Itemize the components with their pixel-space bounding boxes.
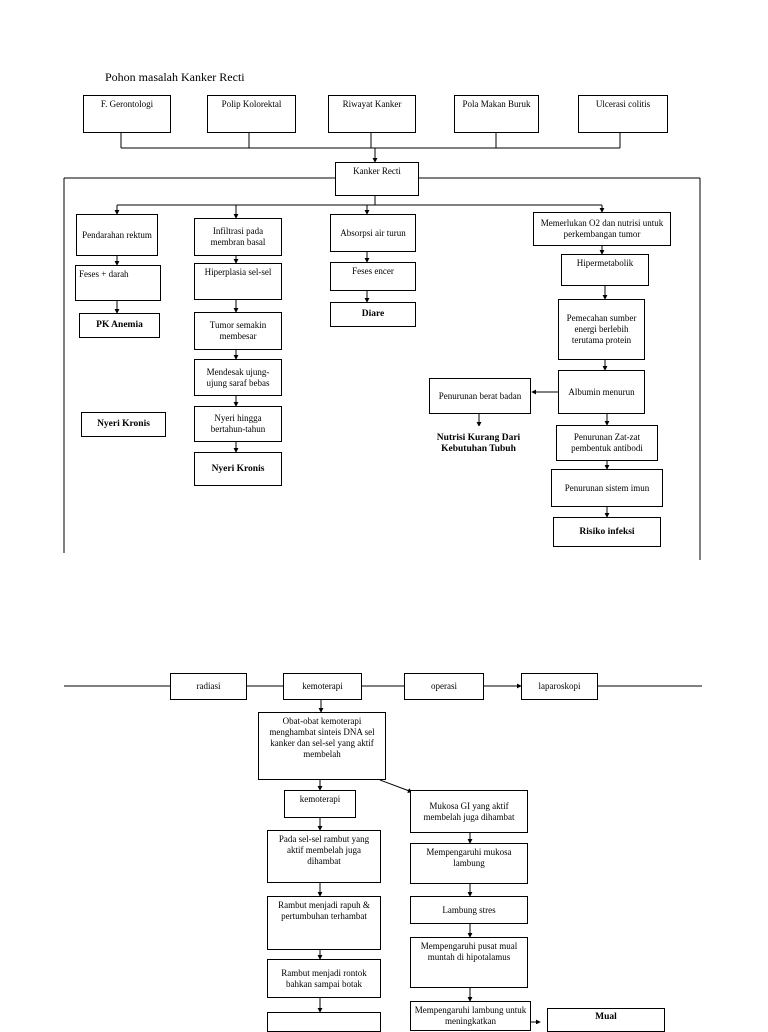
diagram-title: Pohon masalah Kanker Recti [105,70,245,84]
diagnosis-label: Mual [595,1012,617,1022]
therapy-label: laparoskopi [538,681,581,691]
therapy-label: radiasi [196,681,221,691]
node-label: Nyeri hingga bertahun-tahun [210,413,266,434]
node-obat-kemoterapi: Obat-obat kemoterapi menghambat sinteis … [258,712,386,780]
therapy-laparoskopi: laparoskopi [521,673,598,700]
node-label: Albumin menurun [568,386,635,397]
node-label: Infiltrasi pada membran basal [210,226,266,247]
node-sel-rambut: Pada sel-sel rambut yang aktif membelah … [267,830,381,883]
node-lambung-meningkatkan: Mempengaruhi lambung untuk meningkatkan [410,1001,531,1031]
node-hiperplasia: Hiperplasia sel-sel [194,263,282,300]
node-label: kemoterapi [299,794,341,804]
cause-label: Pola Makan Buruk [462,99,531,109]
node-label: Feses encer [352,266,394,276]
diagnosis-label: Nyeri Kronis [97,419,150,429]
node-label: Pemecahan sumber energi berlebih terutam… [566,313,637,345]
cause-box-ulcerasi: Ulcerasi colitis [578,95,668,133]
center-label: Kanker Recti [353,166,401,176]
node-albumin-menurun: Albumin menurun [558,370,645,414]
node-label: Rambut menjadi rontok bahkan sampai bota… [281,967,367,989]
node-hipermetabolik: Hipermetabolik [561,254,649,286]
diagnosis-pk-anemia: PK Anemia [79,313,160,338]
node-label: Penurunan berat badan [438,390,522,401]
node-label: Memerlukan O2 dan nutrisi untuk perkemba… [540,218,664,239]
cause-label: F. Gerontologi [100,99,154,109]
node-absorpsi-air: Absorpsi air turun [330,214,416,252]
node-memerlukan-o2: Memerlukan O2 dan nutrisi untuk perkemba… [533,212,671,246]
node-label: Mempengaruhi pusat mual muntah di hipota… [420,941,518,962]
cause-label: Polip Kolorektal [221,99,282,109]
node-label: Hiperplasia sel-sel [204,267,272,277]
diagnosis-label: Diare [361,309,385,319]
cause-box-gerontologi: F. Gerontologi [83,95,171,133]
node-label: Mempengaruhi lambung untuk meningkatkan [414,1005,527,1026]
therapy-label: operasi [431,681,457,691]
node-label: Lambung stres [442,904,496,915]
node-label: Obat-obat kemoterapi menghambat sinteis … [269,716,375,759]
node-mukosa-lambung: Mempengaruhi mukosa lambung [410,843,528,884]
node-label: Absorpsi air turun [340,227,406,238]
therapy-radiasi: radiasi [170,673,247,700]
node-label: Penurunan sistem imun [564,482,650,493]
node-label: Rambut menjadi rapuh & pertumbuhan terha… [278,900,370,921]
diagnosis-diare: Diare [330,302,416,327]
node-label: Mempengaruhi mukosa lambung [426,847,512,868]
node-mendesak-saraf: Mendesak ujung-ujung saraf bebas [194,359,282,396]
diagnosis-risiko-infeksi: Risiko infeksi [553,517,661,547]
cause-label: Ulcerasi colitis [595,99,651,109]
therapy-operasi: operasi [404,673,484,700]
node-feses-encer: Feses encer [330,262,416,291]
node-label: Tumor semakin membesar [209,320,267,341]
diagnosis-label: Nutrisi Kurang Dari Kebutuhan Tubuh [436,433,521,454]
node-label: Feses + darah [79,269,129,279]
node-pendarahan: Pendarahan rektum [76,214,158,256]
cause-box-polip: Polip Kolorektal [207,95,296,133]
diagnosis-label: Risiko infeksi [579,526,635,537]
node-infiltrasi: Infiltrasi pada membran basal [194,218,282,256]
node-label: Pendarahan rektum [82,229,152,240]
node-penurunan-bb: Penurunan berat badan [429,378,531,414]
node-pusat-mual: Mempengaruhi pusat mual muntah di hipota… [410,937,528,988]
center-box-kanker-recti: Kanker Recti [335,162,419,196]
node-penurunan-antibodi: Penurunan Zat-zat pembentuk antibodi [556,425,658,461]
node-tumor-membesar: Tumor semakin membesar [194,312,282,350]
node-penurunan-imun: Penurunan sistem imun [551,469,663,507]
node-mukosa-gi: Mukosa GI yang aktif membelah juga diham… [410,790,528,833]
node-label: Hipermetabolik [576,258,634,268]
cause-box-riwayat: Riwayat Kanker [328,95,416,133]
diagnosis-label: PK Anemia [96,320,143,330]
cause-label: Riwayat Kanker [342,99,402,109]
diagnosis-mual: Mual [547,1008,665,1032]
node-feses-darah: Feses + darah [75,265,161,301]
diagnosis-nutrisi-kurang: Nutrisi Kurang Dari Kebutuhan Tubuh [425,426,532,462]
node-lambung-stres: Lambung stres [410,896,528,924]
node-label: Penurunan Zat-zat pembentuk antibodi [571,432,643,453]
diagnosis-nyeri-kronis-2: Nyeri Kronis [194,452,282,486]
cause-box-pola-makan: Pola Makan Buruk [454,95,539,133]
node-left-bottom [267,1012,381,1032]
node-rambut-rontok: Rambut menjadi rontok bahkan sampai bota… [267,959,381,998]
node-label: Pada sel-sel rambut yang aktif membelah … [278,834,370,866]
node-rambut-rapuh: Rambut menjadi rapuh & pertumbuhan terha… [267,896,381,950]
therapy-label: kemoterapi [302,681,343,691]
diagnosis-label: Nyeri Kronis [211,463,265,474]
node-kemoterapi-sub: kemoterapi [284,790,356,818]
diagnosis-nyeri-kronis-1: Nyeri Kronis [81,412,166,437]
node-label: Mendesak ujung-ujung saraf bebas [206,366,270,388]
node-label: Mukosa GI yang aktif membelah juga diham… [423,800,515,822]
therapy-kemoterapi: kemoterapi [283,673,362,700]
node-nyeri-bertahun: Nyeri hingga bertahun-tahun [194,406,282,442]
node-pemecahan-energi: Pemecahan sumber energi berlebih terutam… [558,299,645,360]
